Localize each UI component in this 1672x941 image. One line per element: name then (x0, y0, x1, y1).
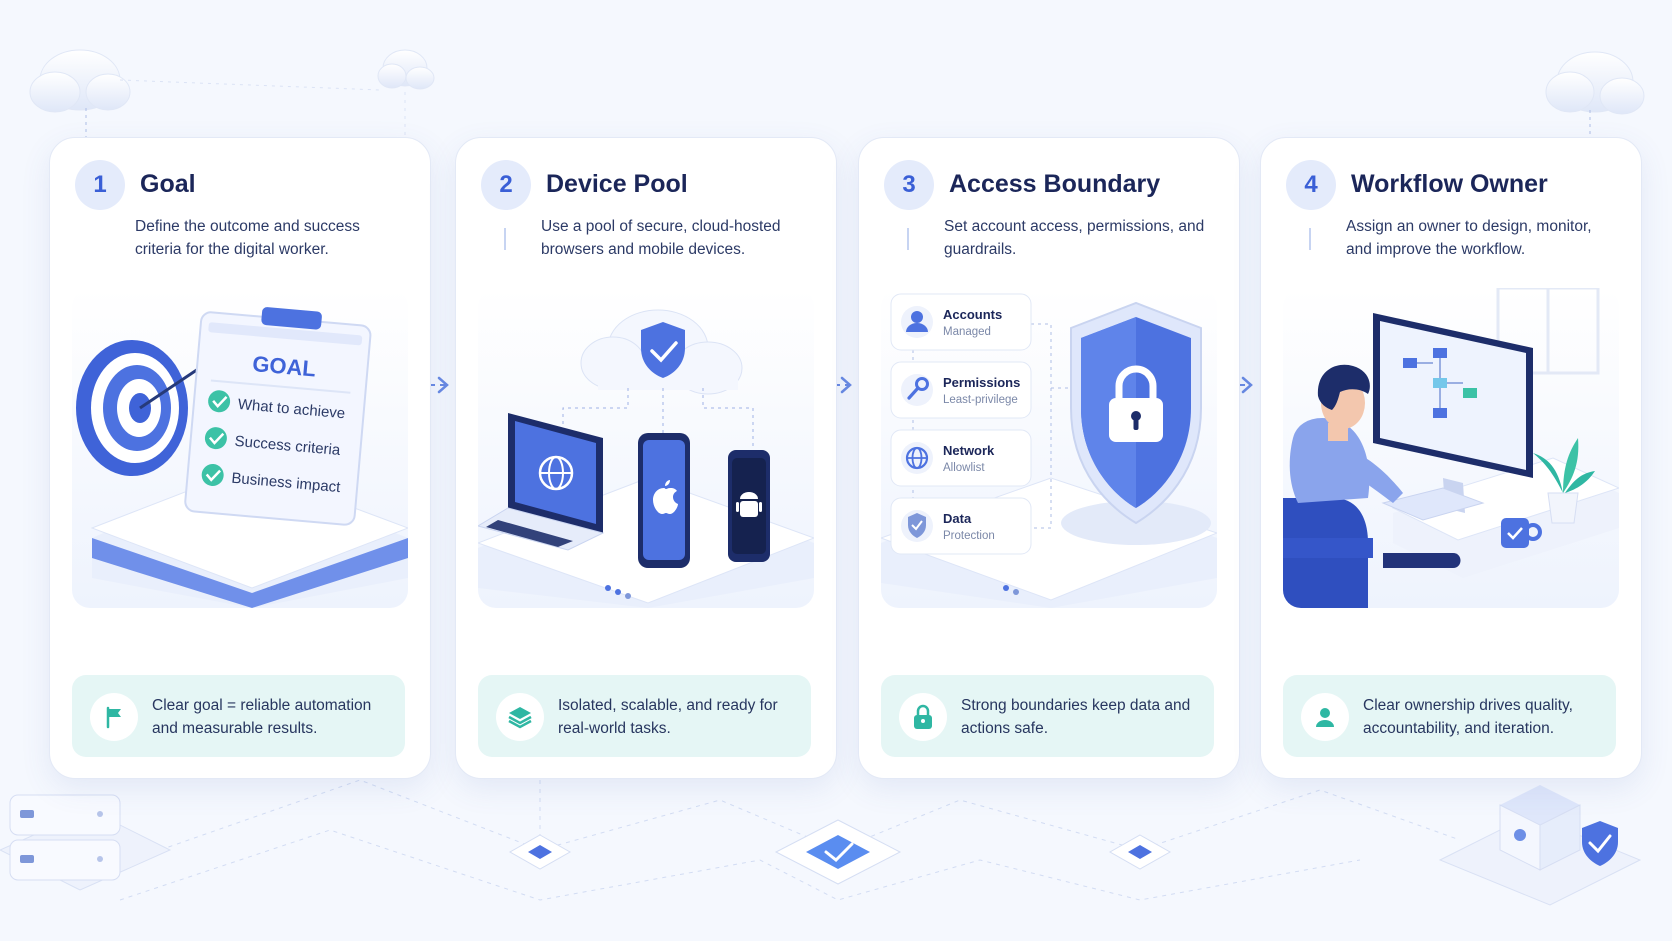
access-item-sub: Least-privilege (943, 394, 1018, 406)
step-title: Access Boundary (949, 170, 1161, 198)
connector-node (508, 834, 572, 870)
access-item-accounts: Accounts Managed (890, 293, 1032, 351)
step-card-device-pool: 2 Device Pool Use a pool of secure, clou… (455, 137, 837, 779)
access-item-label: Network (943, 443, 995, 458)
step-title: Device Pool (546, 170, 688, 198)
step-footer: Clear goal = reliable automation and mea… (72, 675, 405, 757)
access-item-label: Data (943, 511, 972, 526)
layers-icon (496, 693, 544, 741)
step-footer-text: Isolated, scalable, and ready for real-w… (558, 697, 778, 737)
device-pool-illustration (478, 288, 814, 608)
phone-icon (638, 433, 690, 568)
mug-icon (1501, 518, 1542, 548)
step-title: Workflow Owner (1351, 170, 1548, 198)
android-phone-icon (728, 450, 770, 562)
access-item-sub: Allowlist (943, 462, 985, 474)
plant-icon (1533, 438, 1595, 524)
laptop-icon (478, 413, 605, 551)
step-description: Assign an owner to design, monitor, and … (1346, 218, 1592, 258)
step-number: 3 (884, 160, 934, 210)
step-footer-text: Clear goal = reliable automation and mea… (152, 697, 372, 737)
step-description: Set account access, permissions, and gua… (944, 218, 1205, 258)
server-stack-icon (0, 794, 172, 891)
access-item-network: Network Allowlist (890, 429, 1032, 487)
clipboard-icon: GOAL What to achieve Success criteria Bu… (184, 307, 372, 526)
security-cube-icon (1438, 785, 1642, 906)
step-footer: Strong boundaries keep data and actions … (881, 675, 1214, 757)
access-item-sub: Managed (943, 326, 991, 338)
step-title: Goal (140, 170, 196, 198)
shield-lock-icon (1061, 301, 1211, 545)
flag-icon (90, 693, 138, 741)
target-icon (76, 340, 242, 476)
access-item-label: Permissions (943, 375, 1020, 390)
step-footer: Clear ownership drives quality, accounta… (1283, 675, 1616, 757)
goal-illustration: GOAL What to achieve Success criteria Bu… (72, 288, 408, 608)
step-footer-text: Clear ownership drives quality, accounta… (1363, 697, 1573, 737)
step-card-workflow-owner: 4 Workflow Owner Assign an owner to desi… (1260, 137, 1642, 779)
access-item-data: Data Protection (890, 497, 1032, 555)
access-item-label: Accounts (943, 307, 1002, 322)
cloud-icon (1545, 51, 1645, 115)
step-footer: Isolated, scalable, and ready for real-w… (478, 675, 811, 757)
goal-board-title: GOAL (251, 351, 316, 381)
step-card-access-boundary: 3 Access Boundary Set account access, pe… (858, 137, 1240, 779)
connector-node (1108, 834, 1172, 870)
step-number: 1 (75, 160, 125, 210)
access-item-sub: Protection (943, 530, 995, 542)
access-item-permissions: Permissions Least-privilege (890, 361, 1032, 419)
step-description: Use a pool of secure, cloud-hosted brows… (541, 218, 781, 258)
check-badge-icon (774, 819, 902, 885)
lock-icon (899, 693, 947, 741)
cloud-icon (29, 49, 131, 113)
cloud-shield-icon (580, 309, 743, 395)
workflow-owner-illustration (1283, 288, 1619, 608)
step-description: Define the outcome and success criteria … (135, 218, 360, 258)
step-card-goal: 1 Goal Define the outcome and success cr… (49, 137, 431, 779)
step-number: 2 (481, 160, 531, 210)
step-number: 4 (1286, 160, 1336, 210)
cloud-icon (377, 49, 435, 90)
person-icon (1283, 364, 1461, 608)
step-footer-text: Strong boundaries keep data and actions … (961, 697, 1191, 737)
user-icon (1301, 693, 1349, 741)
access-boundary-illustration: Accounts Managed Permissions Least-privi… (881, 288, 1217, 608)
